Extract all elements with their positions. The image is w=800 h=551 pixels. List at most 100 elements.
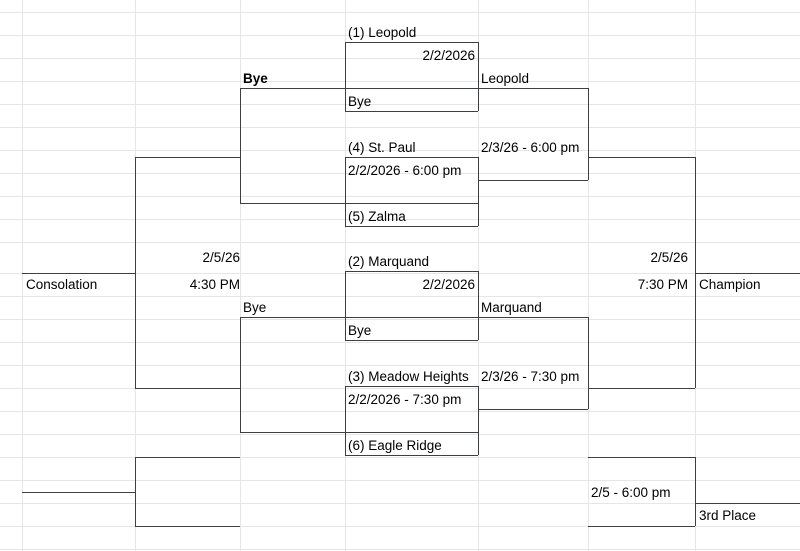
r2-bottom-box-bottom [478, 409, 588, 410]
r1-meadow-box-right [478, 386, 479, 455]
r1-meadow-top-team: (3) Meadow Heights [348, 369, 469, 384]
consolation-box-top [135, 157, 240, 158]
gridline-row [0, 526, 800, 527]
gridline-row [0, 434, 800, 435]
r2-bottom-winner: Marquand [481, 300, 542, 315]
r1-meadow-bottom-team: (6) Eagle Ridge [348, 438, 442, 453]
r1-marquand-box-right [478, 271, 479, 340]
gridline-row [0, 81, 800, 82]
gridline-row [0, 242, 800, 243]
r1-stpaul-box-top [345, 157, 478, 158]
consolation-feeder-top-box-bottom [240, 203, 345, 204]
consolation-feeder-top-label: Bye [243, 71, 268, 86]
r1-meadow-box-mid [345, 432, 478, 433]
consolation-date: 2/5/26 [202, 250, 240, 265]
third-left-box-left [135, 457, 136, 526]
r1-meadow-box-left [345, 386, 346, 455]
third-place-box-bottom [588, 526, 695, 527]
r1-stpaul-date: 2/2/2026 - 6:00 pm [348, 163, 462, 178]
consolation-label-line [22, 273, 135, 274]
third-left-feed-line [22, 492, 135, 493]
r1-marquand-top-team: (2) Marquand [348, 254, 430, 269]
r1-marquand-box-top [345, 271, 478, 272]
r2-top-box-top [478, 88, 588, 89]
third-place-label: 3rd Place [699, 508, 757, 523]
gridline-row [0, 150, 800, 151]
gridline-row [0, 127, 800, 128]
r1-stpaul-box-bottom [345, 226, 478, 227]
third-left-box-top [135, 457, 240, 458]
r1-leopold-date: 2/2/2026 [422, 48, 475, 63]
gridline-row [0, 342, 800, 343]
gridline-row [0, 388, 800, 389]
consolation-box-bottom [135, 388, 240, 389]
r1-stpaul-top-team: (4) St. Paul [348, 140, 416, 155]
gridline-row [0, 503, 800, 504]
consolation-feeder-bottom-label: Bye [243, 300, 267, 315]
r1-stpaul-box-mid [345, 203, 478, 204]
r2-bottom-box-right [588, 317, 589, 409]
gridline-row [0, 219, 800, 220]
gridline-row [0, 273, 800, 274]
consolation-feeder-bottom-box-left [240, 317, 241, 432]
third-left-box-bottom [135, 526, 240, 527]
consolation-feeder-bottom-box-bottom [240, 432, 345, 433]
final-box-top [588, 157, 695, 158]
r2-bottom-box-top [478, 317, 588, 318]
r2-top-box-bottom [478, 180, 588, 181]
r2-top-winner: Leopold [481, 71, 530, 86]
consolation-feeder-top-box-top [240, 88, 345, 89]
gridline-row [0, 35, 800, 36]
gridline-col [240, 0, 241, 551]
r1-meadow-box-bottom [345, 455, 478, 456]
r1-stpaul-box-right [478, 157, 479, 226]
r1-stpaul-box-left [345, 157, 346, 226]
r2-bottom-date: 2/3/26 - 7:30 pm [481, 369, 580, 384]
gridline-row [0, 480, 800, 481]
r2-top-date: 2/3/26 - 6:00 pm [481, 140, 580, 155]
r2-top-box-right [588, 88, 589, 180]
r1-leopold-box-bottom [345, 111, 478, 112]
gridline-row [0, 457, 800, 458]
gridline-col [588, 0, 589, 551]
final-date: 2/5/26 [650, 250, 688, 265]
r1-leopold-top-team: (1) Leopold [348, 25, 417, 40]
r1-leopold-bottom-team: Bye [348, 94, 372, 109]
r1-marquand-bottom-team: Bye [348, 323, 372, 338]
r1-leopold-box-mid [345, 88, 478, 89]
final-time: 7:30 PM [637, 277, 688, 292]
consolation-time: 4:30 PM [189, 277, 240, 292]
consolation-feeder-bottom-box-top [240, 317, 345, 318]
r1-marquand-box-bottom [345, 340, 478, 341]
third-place-box-right [695, 457, 696, 526]
gridline-row [0, 296, 800, 297]
third-place-date: 2/5 - 6:00 pm [591, 485, 671, 500]
final-box-right [695, 157, 696, 388]
r1-stpaul-bottom-team: (5) Zalma [348, 209, 406, 224]
final-box-bottom [588, 388, 695, 389]
third-place-box-top [588, 457, 695, 458]
consolation-label: Consolation [26, 277, 98, 292]
r1-marquand-date: 2/2/2026 [422, 277, 475, 292]
champion-label: Champion [699, 277, 761, 292]
champion-line [695, 273, 800, 274]
r1-meadow-date: 2/2/2026 - 7:30 pm [348, 392, 462, 407]
gridline-row [0, 58, 800, 59]
gridline-row [0, 411, 800, 412]
gridline-col [22, 0, 23, 551]
gridline-row [0, 12, 800, 13]
gridline-row [0, 173, 800, 174]
gridline-row [0, 319, 800, 320]
gridline-row [0, 365, 800, 366]
gridline-row [0, 104, 800, 105]
r1-leopold-box-top [345, 42, 478, 43]
consolation-box-left [135, 157, 136, 388]
consolation-feeder-top-box-left [240, 88, 241, 203]
gridline-row [0, 196, 800, 197]
r1-leopold-box-left [345, 42, 346, 111]
third-place-out-line [695, 503, 800, 504]
gridline-row [0, 549, 800, 550]
r1-meadow-box-top [345, 386, 478, 387]
r1-marquand-box-mid [345, 317, 478, 318]
r1-leopold-box-right [478, 42, 479, 111]
